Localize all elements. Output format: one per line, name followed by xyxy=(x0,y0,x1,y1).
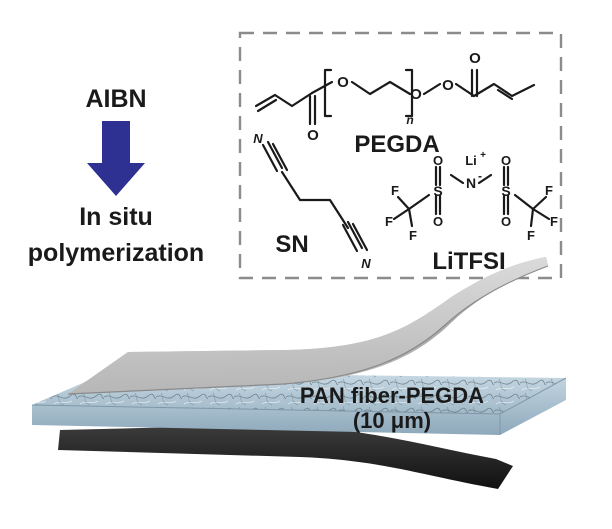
litfsi-f1-atom: F xyxy=(391,183,399,198)
litfsi-n-atom: N xyxy=(466,175,476,191)
litfsi-o1-atom: O xyxy=(433,153,443,168)
initiator-label: AIBN xyxy=(85,85,146,113)
litfsi-f6-atom: F xyxy=(527,228,535,243)
litfsi-n-charge: - xyxy=(478,169,482,183)
litfsi-structure xyxy=(392,165,551,228)
pegda-label: PEGDA xyxy=(354,131,439,158)
litfsi-s2-atom: S xyxy=(501,183,510,199)
sn-label: SN xyxy=(275,231,308,258)
pegda-o3-atom: O xyxy=(442,77,454,94)
litfsi-o2-atom: O xyxy=(433,214,443,229)
litfsi-o3-atom: O xyxy=(501,153,511,168)
litfsi-s1-atom: S xyxy=(433,183,442,199)
pegda-carbonyl-o-right: O xyxy=(469,50,481,67)
pegda-carbonyl-o-left: O xyxy=(307,127,319,144)
bottom-electrode xyxy=(58,425,513,489)
litfsi-f2-atom: F xyxy=(385,214,393,229)
pegda-o1-atom: O xyxy=(337,74,349,91)
pegda-o2-atom: O xyxy=(410,86,422,103)
litfsi-f4-atom: F xyxy=(545,183,553,198)
litfsi-f3-atom: F xyxy=(409,228,417,243)
litfsi-o4-atom: O xyxy=(501,214,511,229)
sn-n1-atom: N xyxy=(253,131,263,146)
litfsi-li-charge: + xyxy=(480,150,486,161)
down-arrow-icon xyxy=(87,121,145,196)
sn-structure xyxy=(261,140,369,253)
chemical-box xyxy=(238,31,563,280)
membrane-label-line2: (10 μm) xyxy=(353,408,431,433)
top-electrode-edge xyxy=(67,265,549,395)
litfsi-li-atom: Li xyxy=(465,153,477,168)
litfsi-f5-atom: F xyxy=(550,214,558,229)
pegda-repeat-subscript: n xyxy=(406,113,413,127)
membrane-label-line1: PAN fiber-PEGDA xyxy=(300,383,484,408)
top-electrode xyxy=(68,257,548,394)
membrane-edge xyxy=(31,377,567,435)
process-label-line1: In situ xyxy=(79,203,153,231)
litfsi-label: LiTFSI xyxy=(432,248,505,275)
pegda-structure xyxy=(254,68,536,126)
process-label-line2: polymerization xyxy=(28,239,204,267)
sn-n2-atom: N xyxy=(361,256,371,271)
